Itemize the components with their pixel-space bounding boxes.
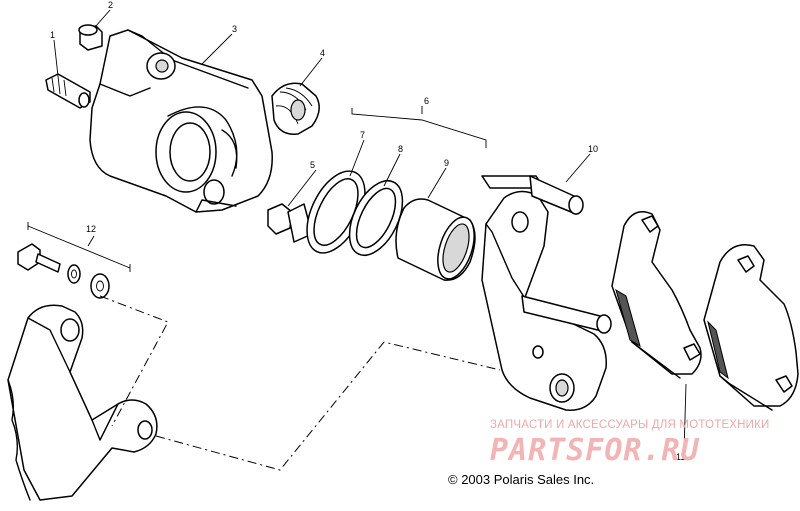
part-4-boot <box>271 82 320 135</box>
callout-7: 7 <box>360 130 365 140</box>
copyright-notice: © 2003 Polaris Sales Inc. <box>448 472 594 487</box>
callout-10: 10 <box>588 144 598 154</box>
part-3-caliper-body <box>89 29 273 213</box>
callout-9: 9 <box>444 158 449 168</box>
part-1-bleeder-screw <box>45 73 91 109</box>
part-2-bushing <box>78 24 103 51</box>
callout-11: 11 <box>676 452 685 462</box>
watermark-logo: PARTSFOR.RU <box>490 433 700 468</box>
part-12-mounting-bracket <box>7 304 158 501</box>
watermark-tagline: ЗАПЧАСТИ И АКСЕССУАРЫ ДЛЯ МОТОТЕХНИКИ <box>490 419 770 431</box>
part-10-mounting-plate <box>481 175 612 411</box>
assembly-line-bolt <box>99 295 169 427</box>
callout-8: 8 <box>398 144 403 154</box>
callout-leaders <box>53 9 687 453</box>
callout-3: 3 <box>232 24 237 34</box>
part-12-bolt-washers <box>17 243 110 299</box>
part-11-brake-pad-inner <box>611 211 702 379</box>
callout-2: 2 <box>108 0 113 10</box>
callout-5: 5 <box>310 160 315 170</box>
part-11-brake-pad-outer <box>703 244 799 411</box>
part-6-leader-bracket <box>351 108 487 148</box>
callout-4: 4 <box>320 48 325 58</box>
callout-12: 12 <box>86 224 96 234</box>
assembly-line-bracket <box>155 341 501 471</box>
callout-1: 1 <box>50 30 55 40</box>
callout-6: 6 <box>424 96 429 106</box>
part-12-leader-bracket <box>27 222 131 272</box>
part-8-seal <box>348 180 404 256</box>
part-9-piston <box>395 198 476 281</box>
